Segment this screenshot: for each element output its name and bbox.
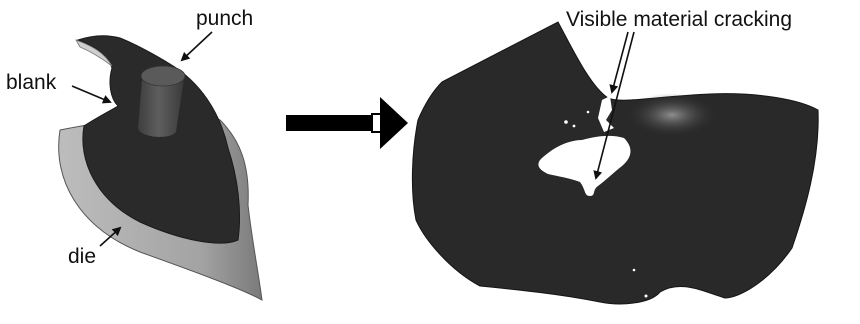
process-arrow [286,97,408,149]
surface-highlight [626,93,718,137]
blank-label: blank [6,71,57,94]
cracked-blank [412,22,818,304]
blank-pointer [72,86,110,102]
punch-label: punch [196,7,253,30]
punch-pointer [182,32,212,60]
die-label: die [68,245,96,268]
cracking-label: Visible material cracking [566,8,792,31]
